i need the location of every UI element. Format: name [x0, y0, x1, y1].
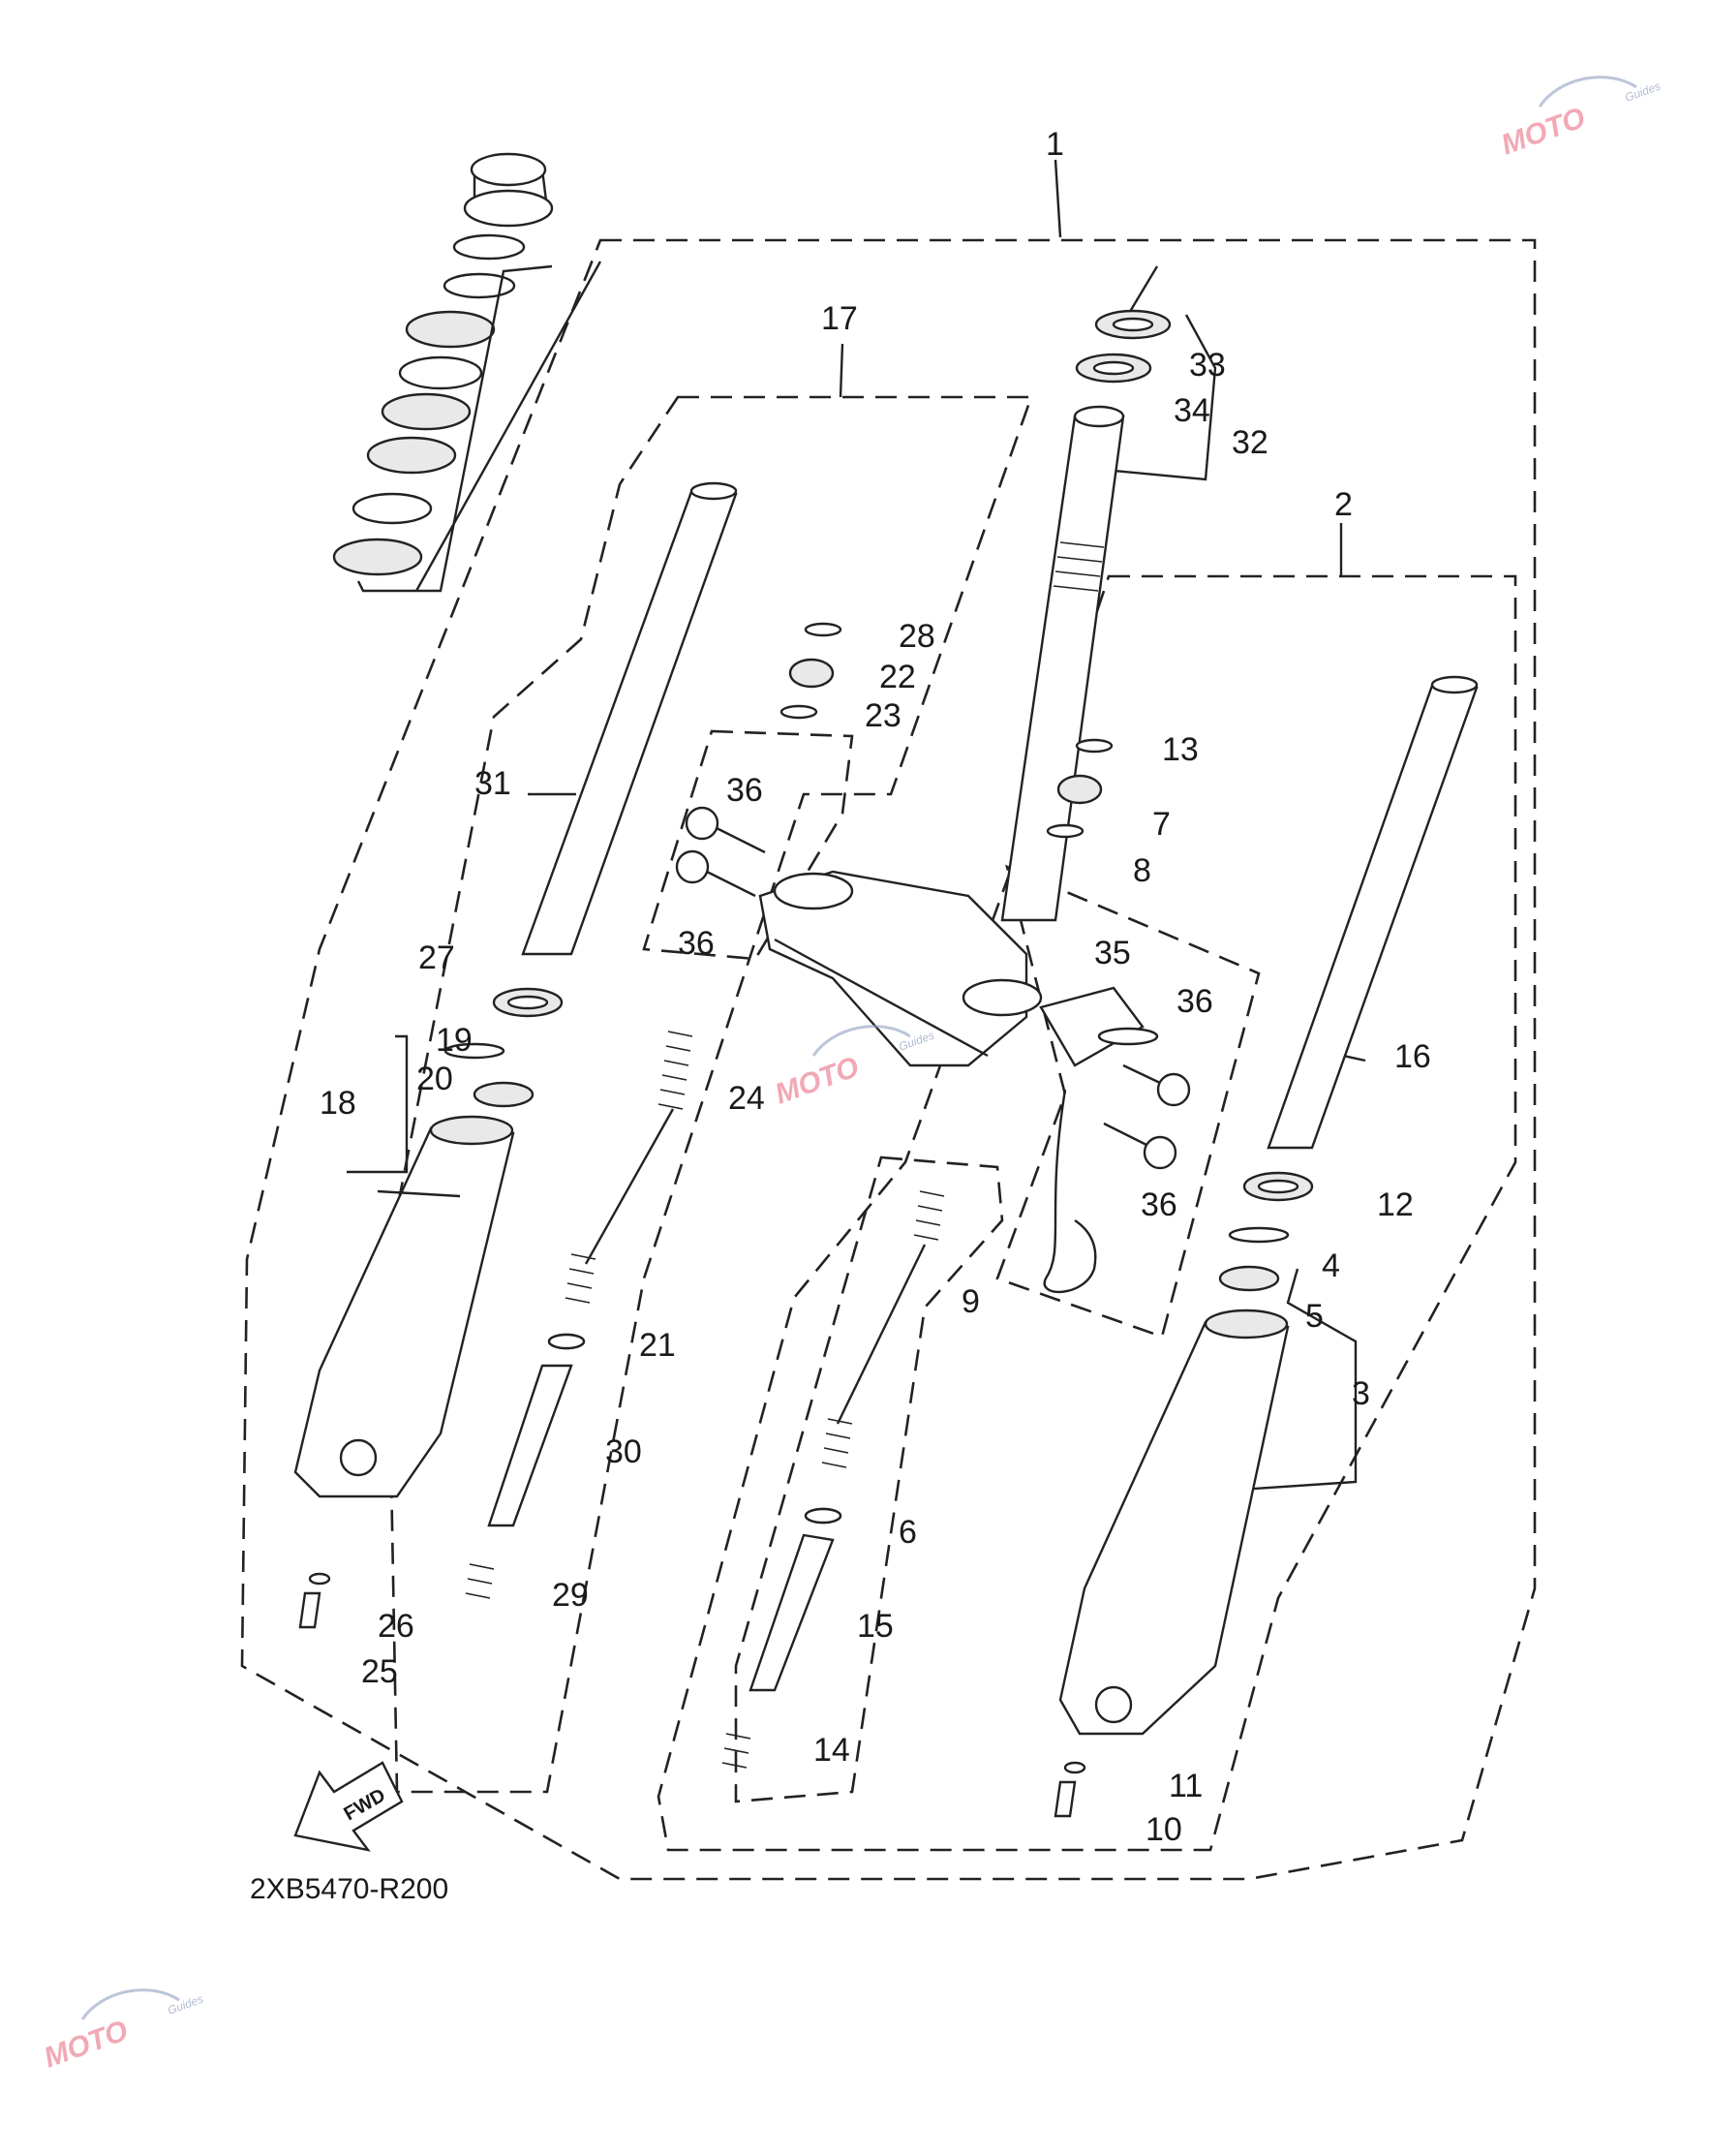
callout-23: 23 — [865, 697, 901, 734]
callout-24: 24 — [728, 1080, 765, 1117]
callout-26: 26 — [378, 1608, 414, 1645]
callout-36-d: 36 — [1141, 1186, 1177, 1223]
springs — [465, 1031, 945, 1769]
callout-29: 29 — [552, 1577, 589, 1614]
watermark-main-2: MOTO — [771, 1051, 863, 1111]
callout-10: 10 — [1146, 1811, 1182, 1848]
callout-36-c: 36 — [1176, 983, 1213, 1020]
callout-17: 17 — [821, 300, 858, 337]
callout-5: 5 — [1305, 1298, 1324, 1335]
callout-25: 25 — [361, 1653, 398, 1690]
callout-19: 19 — [436, 1022, 473, 1059]
callout-34: 34 — [1174, 392, 1210, 429]
drain-bolts — [298, 1572, 1086, 1818]
outer-tube-right — [1058, 1309, 1290, 1736]
callout-21: 21 — [639, 1327, 676, 1364]
watermark-bottom-left: MOTO Guides — [40, 1988, 205, 2075]
callout-18: 18 — [320, 1085, 356, 1122]
under-bracket — [758, 870, 1145, 1067]
group-1-outline — [240, 238, 1537, 1881]
inner-tube-left — [521, 481, 738, 956]
diagram-code: 2XB5470-R200 — [250, 1873, 448, 1905]
watermark-main-3: MOTO — [40, 2015, 132, 2075]
callout-9: 9 — [962, 1283, 980, 1320]
callout-2: 2 — [1334, 486, 1353, 523]
steering-stem — [1000, 405, 1125, 922]
callout-12: 12 — [1377, 1186, 1414, 1223]
cable-guide — [1043, 1027, 1159, 1294]
callout-1: 1 — [1046, 126, 1064, 163]
small-seals — [547, 622, 1114, 1525]
callout-8: 8 — [1133, 852, 1151, 889]
damper-rods — [487, 1333, 842, 1692]
callout-7: 7 — [1152, 806, 1171, 843]
watermark-center: MOTO Guides — [771, 1025, 936, 1111]
callout-3: 3 — [1352, 1375, 1370, 1412]
callout-30: 30 — [605, 1433, 642, 1470]
callout-14: 14 — [813, 1732, 850, 1769]
callout-22: 22 — [879, 659, 916, 695]
bolts-36 — [675, 806, 1191, 1170]
fwd-arrow: FWD — [293, 1761, 404, 1852]
callout-15: 15 — [857, 1608, 894, 1645]
spring-group-outline — [734, 1155, 1004, 1803]
callout-11: 11 — [1169, 1768, 1203, 1804]
callout-31: 31 — [474, 765, 511, 802]
watermark-main-1: MOTO — [1497, 102, 1589, 162]
callout-27: 27 — [418, 939, 455, 976]
callout-35: 35 — [1094, 935, 1131, 971]
callout-36-a: 36 — [726, 772, 763, 809]
top-seals — [1075, 309, 1172, 384]
watermark-top-right: MOTO Guides — [1497, 76, 1663, 162]
oil-seals — [492, 987, 1314, 1202]
outer-tube-left — [293, 1115, 515, 1498]
callout-labels: 1 2 3 4 5 6 7 8 9 10 11 12 13 14 15 16 1… — [320, 126, 1431, 1848]
callout-4: 4 — [1322, 1247, 1340, 1284]
callout-20: 20 — [416, 1061, 453, 1097]
inner-tube-right — [1267, 675, 1479, 1150]
group-17-outline — [385, 395, 1033, 1794]
callout-28: 28 — [899, 618, 935, 655]
callout-36-b: 36 — [678, 925, 715, 962]
callout-16: 16 — [1394, 1038, 1431, 1075]
callout-33: 33 — [1189, 347, 1226, 384]
clips-washers — [443, 1042, 1290, 1292]
callout-6: 6 — [899, 1514, 917, 1551]
steering-bearing-stack — [332, 152, 554, 593]
callout-13: 13 — [1162, 731, 1199, 768]
callout-32: 32 — [1232, 424, 1268, 461]
